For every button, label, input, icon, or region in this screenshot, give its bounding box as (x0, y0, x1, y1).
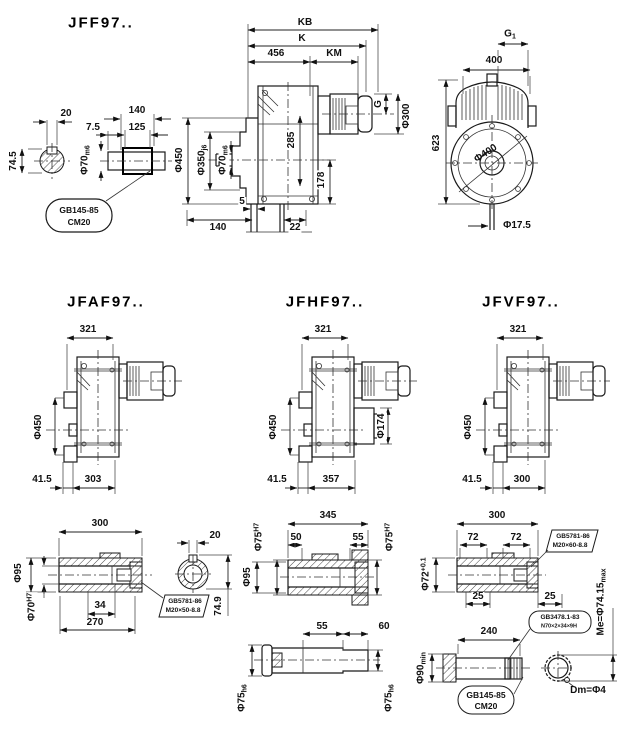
jff-side-view-linework (438, 41, 538, 230)
sc-dim-55: 55 (315, 621, 329, 632)
jfhf-dim-dia450: Φ450 (268, 413, 279, 441)
jfhf-dim-357: 357 (321, 474, 341, 485)
hollow-shaft-detail-2 (252, 521, 382, 606)
sa-callout-line1: GB5781-86 (168, 597, 202, 605)
jfhf-dim-41-5: 41.5 (266, 474, 288, 485)
spline-shaft-detail (428, 608, 617, 715)
sc-dim-dia75-l: Φ75h6 (236, 683, 249, 713)
jfvf-dim-300: 300 (512, 474, 532, 485)
sb-dim-345: 345 (318, 510, 338, 521)
dim-km: KM (325, 48, 343, 59)
se-callout2-line1: GB145-85 (466, 689, 506, 700)
dim-125: 125 (127, 122, 147, 133)
dim-140b: 140 (208, 222, 228, 233)
callout-gb145-line2: CM20 (67, 216, 91, 227)
dim-400: 400 (484, 55, 504, 66)
title-jfvf: JFVF97.. (482, 293, 560, 311)
dim-623: 623 (431, 133, 442, 153)
sd-callout-line1: GB5781-86 (556, 532, 590, 540)
jfvf-dim-41-5: 41.5 (461, 474, 483, 485)
hollow-shaft-detail-1 (26, 529, 232, 634)
dim-dia70-m6-detail: Φ70m6 (79, 144, 92, 176)
jff-front-view-linework (182, 24, 404, 233)
se-callout2-line2: CM20 (474, 700, 498, 711)
sd-callout-line2: M20×60-8.8 (552, 541, 588, 549)
jfaf-dim-321: 321 (78, 324, 98, 335)
dim-285: 285 (286, 130, 297, 150)
jfvf-view-linework (476, 335, 610, 494)
se-dim-240: 240 (479, 626, 499, 637)
dim-dia17-5: Φ17.5 (502, 220, 532, 231)
sd-dim-72b: 72 (509, 532, 523, 543)
title-jfaf: JFAF97.. (67, 293, 145, 311)
sd-dim-25a: 25 (471, 591, 485, 602)
sd-dim-dia72: Φ72+0.1 (420, 556, 432, 592)
se-callout1-line1: GB3478.1-83 (540, 613, 580, 621)
sc-dim-dia75-r: Φ75h6 (383, 683, 396, 713)
dim-g: G (373, 99, 384, 109)
callout-gb145-line1: GB145-85 (59, 204, 99, 215)
jfaf-dim-303: 303 (83, 474, 103, 485)
sb-dim-55: 55 (351, 532, 365, 543)
sa-dim-300: 300 (90, 518, 110, 529)
dim-dia70-m6: Φ70m6 (217, 144, 230, 176)
sa-dim-270: 270 (85, 617, 105, 628)
se-dim-dm: Dm=Φ4 (569, 685, 607, 696)
jfhf-view-linework (281, 335, 417, 494)
sb-dim-dia75-r: Φ75H7 (384, 521, 396, 553)
sc-dim-60: 60 (377, 621, 391, 632)
dim-22: 22 (288, 222, 302, 233)
se-callout1-line2: N70×2×34×9H (541, 623, 577, 630)
dim-178: 178 (316, 170, 327, 190)
sd-dim-72a: 72 (466, 532, 480, 543)
solid-shaft-detail (248, 631, 383, 677)
jfaf-dim-dia450: Φ450 (33, 413, 44, 441)
jfaf-view-linework (46, 335, 182, 494)
sa-callout-line2: M20×50-8.8 (165, 606, 201, 614)
hollow-shaft-detail-3 (432, 521, 599, 608)
sa-dim-20: 20 (208, 530, 222, 541)
sd-dim-me: Me=Φ74.15max (595, 567, 608, 637)
dim-dia300: Φ300 (401, 102, 412, 130)
sd-dim-300: 300 (487, 510, 507, 521)
jfhf-dim-321: 321 (313, 324, 333, 335)
title-jff: JFF97.. (68, 14, 134, 32)
sa-dim-34: 34 (93, 600, 107, 611)
sa-dim-74-9: 74.9 (213, 595, 224, 617)
sa-dim-dia70-h7: Φ70H7 (26, 591, 38, 623)
title-jfhf: JFHF97.. (285, 293, 365, 311)
jff-shaft-detail-linework (19, 114, 172, 233)
jfhf-dim-dia174: Φ174 (376, 412, 387, 440)
dim-5: 5 (238, 196, 246, 207)
sb-dim-dia95: Φ95 (242, 566, 253, 588)
jfvf-dim-dia450: Φ450 (463, 413, 474, 441)
dim-dia450-front: Φ450 (174, 146, 185, 174)
dim-7-5: 7.5 (85, 122, 101, 133)
dim-456: 456 (266, 48, 286, 59)
jfvf-dim-321: 321 (508, 324, 528, 335)
dim-74-5: 74.5 (8, 150, 19, 172)
dim-k: K (297, 33, 307, 44)
sa-dim-dia95: Φ95 (13, 562, 24, 584)
dim-dia350-j6: Φ350j6 (196, 143, 209, 177)
dim-key-20: 20 (59, 108, 73, 119)
dim-140: 140 (127, 105, 147, 116)
sd-dim-25b: 25 (543, 591, 557, 602)
dim-g1: G1 (503, 28, 517, 41)
se-dim-dia90: Φ90min (415, 651, 428, 685)
jfaf-dim-41-5: 41.5 (31, 474, 53, 485)
sb-dim-50: 50 (289, 532, 303, 543)
sb-dim-dia75-l: Φ75H7 (253, 521, 265, 553)
dim-kb: KB (296, 17, 314, 28)
